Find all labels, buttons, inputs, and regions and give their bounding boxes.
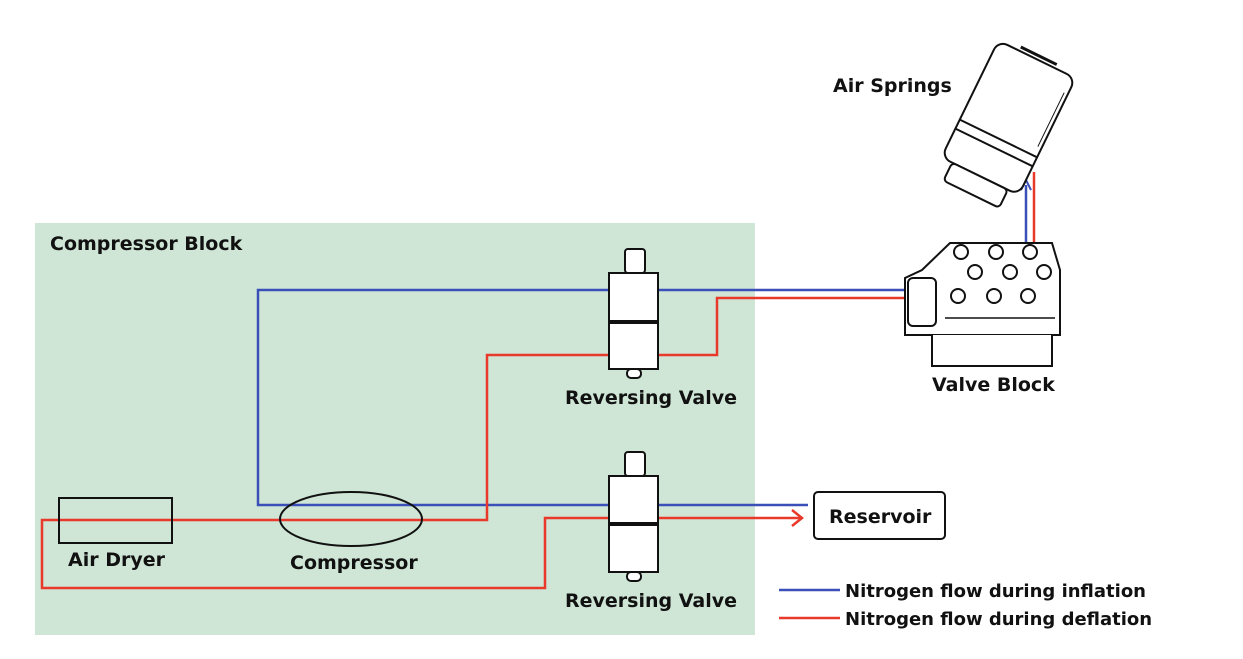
valve-block-label: Valve Block (932, 374, 1055, 396)
inflation-flow-line (256, 288, 910, 507)
reversing-valve-top-label: Reversing Valve (565, 387, 737, 409)
reversing-valve-top-icon (608, 248, 659, 379)
reversing-valve-bottom-icon (608, 451, 659, 582)
deflation-flow-line (40, 296, 910, 590)
compressor-ellipse (279, 491, 423, 547)
reversing-valve-bottom-label: Reversing Valve (565, 590, 737, 612)
compressor-block-label: Compressor Block (50, 233, 243, 255)
compressor-label: Compressor (290, 552, 418, 574)
valve-block-icon (904, 242, 1061, 367)
legend-inflation-label: Nitrogen flow during inflation (845, 581, 1146, 602)
reservoir-box (813, 491, 946, 540)
deflation-arrowhead (791, 509, 805, 527)
air-dryer-label: Air Dryer (68, 549, 166, 571)
reservoir-label: Reservoir (829, 506, 932, 528)
air-spring-icon (943, 42, 1074, 208)
legend: Nitrogen flow during inflation Nitrogen … (779, 581, 1152, 630)
legend-deflation-label: Nitrogen flow during deflation (845, 609, 1152, 630)
air-springs-label: Air Springs (833, 75, 952, 97)
air-dryer-box (58, 497, 173, 544)
